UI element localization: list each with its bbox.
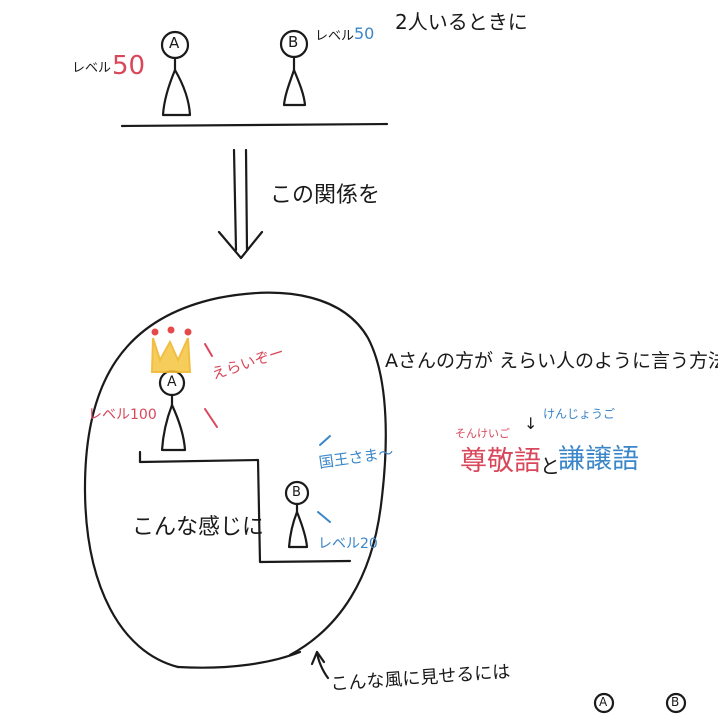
double-down-arrow: [217, 148, 264, 260]
circle-b-letter: B: [292, 485, 301, 500]
person-b-circle: [284, 480, 310, 549]
circle-a-level: レベル100: [88, 407, 157, 423]
to-text: と: [540, 454, 560, 478]
bottom-b-letter: B: [671, 695, 680, 709]
bottom-a-letter: A: [599, 695, 608, 709]
top-caption: 2人いるときに: [395, 10, 528, 34]
step-line: [138, 450, 352, 564]
person-a-top: [160, 30, 192, 117]
sonkeigo-text: 尊敬語: [460, 446, 541, 477]
crown-icon: [150, 326, 192, 373]
person-a-letter: A: [169, 34, 180, 52]
sonkeigo-ruby: そんけいご: [455, 427, 510, 440]
circle-a-letter: A: [167, 374, 177, 390]
arrow-caption: この関係を: [270, 183, 381, 208]
big-circle: [83, 291, 387, 669]
a-level-value: 50: [112, 51, 146, 81]
person-b-top: [279, 29, 309, 107]
bottom-b-circle: [665, 692, 687, 714]
kenjougo-ruby: けんじょうご: [543, 407, 616, 421]
b-level-value: 50: [354, 24, 375, 43]
a-level-label: レベル: [72, 61, 112, 76]
circle-center-text: こんな感じに: [132, 515, 265, 540]
down-arrow-small: ↓: [524, 414, 538, 433]
method-text: Aさんの方が えらい人のように言う方法: [385, 350, 718, 372]
circle-b-level: レベル20: [318, 536, 378, 552]
bottom-a-circle: [593, 692, 615, 714]
kenjougo-text: 謙譲語: [558, 444, 639, 475]
person-b-letter: B: [288, 33, 299, 51]
ground-line: [120, 122, 389, 128]
b-level-label: レベル: [315, 29, 355, 44]
